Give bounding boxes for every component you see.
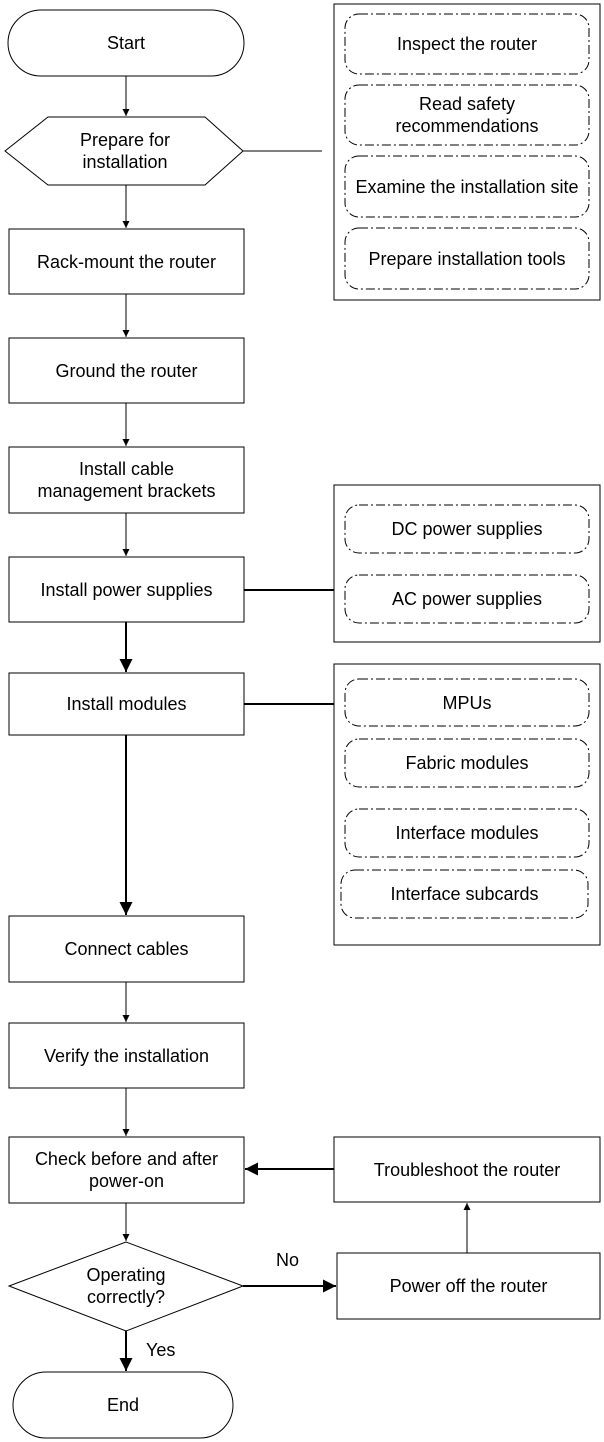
power-supply-label: DC power supplies bbox=[391, 519, 543, 539]
decision-label: Operating correctly? bbox=[86, 1265, 166, 1307]
module-label: Interface subcards bbox=[390, 884, 539, 904]
edge-yes-label: Yes bbox=[146, 1340, 176, 1360]
prepare-step-label: Prepare installation tools bbox=[368, 248, 566, 269]
module-item bbox=[344, 808, 590, 858]
module-label: Fabric modules bbox=[405, 753, 529, 773]
prepare-step-label: Examine the installation site bbox=[355, 176, 579, 197]
check-power-label: Check before and after power-on bbox=[34, 1149, 219, 1191]
cable-brackets-box bbox=[8, 446, 245, 514]
verify-box bbox=[8, 1022, 245, 1089]
prepare-step-item bbox=[344, 13, 590, 75]
connect-cables-label: Connect cables bbox=[64, 939, 189, 959]
start-label: Start bbox=[106, 33, 145, 53]
troubleshoot-box bbox=[333, 1136, 601, 1203]
connect-cables-box bbox=[8, 915, 245, 983]
module-label: MPUs bbox=[442, 692, 492, 713]
module-label: Interface modules bbox=[395, 823, 539, 843]
rack-mount-label: Rack-mount the router bbox=[36, 251, 217, 272]
power-off-label: Power off the router bbox=[389, 1276, 548, 1296]
prepare-step-item bbox=[344, 155, 590, 218]
verify-label: Verify the installation bbox=[43, 1045, 210, 1066]
prepare-step-label: Inspect the router bbox=[396, 34, 538, 54]
prepare-step-label: Read safety recommendations bbox=[395, 94, 539, 136]
modules-label: Install modules bbox=[66, 694, 187, 714]
power-supply-item bbox=[344, 504, 590, 554]
end-terminal bbox=[12, 1371, 234, 1439]
power-supplies-label: Install power supplies bbox=[40, 579, 213, 600]
troubleshoot-label: Troubleshoot the router bbox=[373, 1159, 561, 1180]
edge-no-label: No bbox=[276, 1250, 300, 1270]
module-item bbox=[344, 738, 590, 788]
power-supply-item bbox=[344, 574, 590, 624]
prepare-hexagon bbox=[4, 116, 244, 186]
module-item bbox=[340, 869, 589, 919]
cable-brackets-label: Install cable management brackets bbox=[37, 459, 216, 501]
rack-mount-box bbox=[8, 228, 245, 295]
module-item bbox=[344, 678, 590, 727]
ground-box bbox=[8, 337, 245, 404]
ground-label: Ground the router bbox=[55, 360, 198, 381]
power-off-box bbox=[336, 1252, 601, 1320]
prepare-label: Prepare for installation bbox=[79, 130, 171, 172]
check-power-box bbox=[8, 1136, 245, 1204]
modules-box bbox=[8, 672, 245, 736]
end-label: End bbox=[106, 1395, 140, 1415]
prepare-step-item bbox=[344, 84, 590, 146]
prepare-step-item bbox=[344, 227, 590, 290]
power-supply-label: AC power supplies bbox=[391, 589, 543, 609]
